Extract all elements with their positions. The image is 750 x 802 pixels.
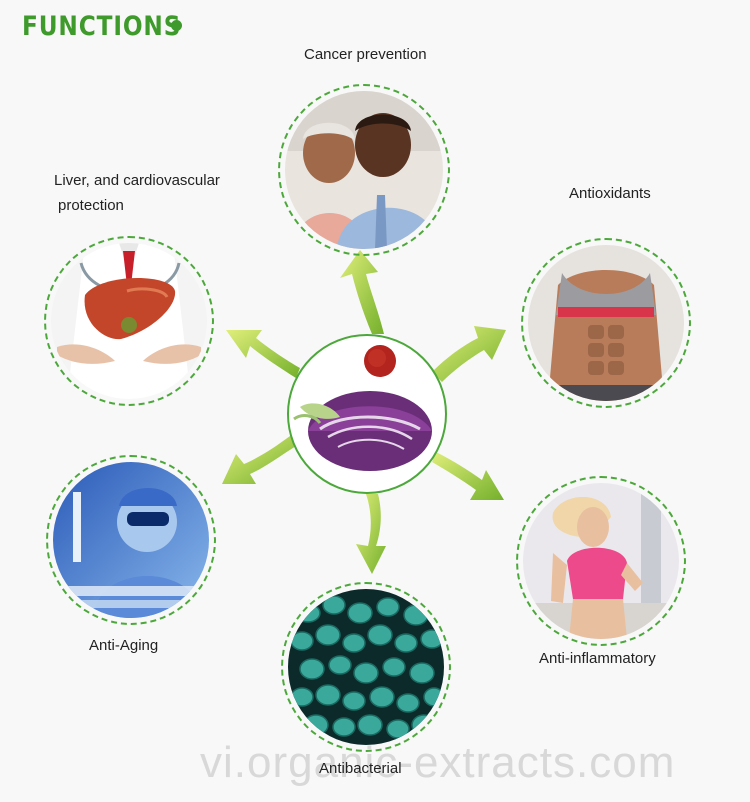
label-anti-inflammatory: Anti-inflammatory [539,650,656,667]
bacteria-image [288,589,444,745]
ring-antibacterial [281,582,451,752]
label-anti-aging: Anti-Aging [89,637,159,654]
abs-image [528,245,684,401]
arrow-lower-left [222,436,296,484]
ring-liver [44,236,214,406]
runner-image [523,483,679,639]
label-antibacterial: Antibacterial [319,760,402,777]
lab-image [53,462,209,618]
title-dot-icon [171,20,182,31]
ring-antioxidants [521,238,691,408]
liver-image [51,243,207,399]
label-cancer-prevention: Cancer prevention [304,46,427,63]
watermark: vi.organic-extracts.com [200,738,676,787]
page-title: FUNCTIONS [22,11,182,42]
label-liver-line1: Liver, and cardiovascular [54,172,220,189]
ring-anti-inflammatory [516,476,686,646]
arrow-lower-right [432,452,504,500]
arrow-up [340,250,384,334]
label-antioxidants: Antioxidants [569,185,651,202]
arrow-down [356,494,386,574]
ring-anti-aging [46,455,216,625]
arrow-upper-left [226,330,300,378]
ring-cancer-prevention [278,84,450,256]
arrow-upper-right [432,326,506,382]
cabbage-image [292,339,442,489]
couple-image [285,91,443,249]
label-liver-line2: protection [58,197,124,214]
